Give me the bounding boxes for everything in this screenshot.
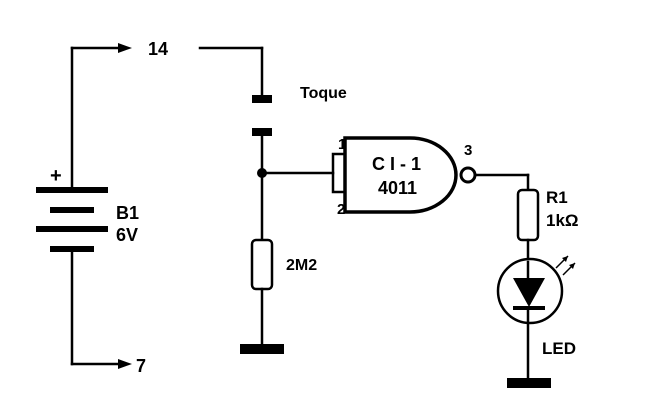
touch-label: Toque <box>300 85 347 102</box>
led-label: LED <box>542 339 576 358</box>
r1-value: 1kΩ <box>546 211 579 230</box>
nand-gate <box>331 136 477 214</box>
battery-name: B1 <box>116 203 139 223</box>
battery-b1 <box>36 46 108 366</box>
battery-plus-sign: + <box>50 165 62 187</box>
r1-name: R1 <box>546 188 568 207</box>
gate-pin-1: 1 <box>338 136 346 153</box>
gate-pin-2: 2 <box>337 201 345 218</box>
light-arrows-icon <box>555 255 576 276</box>
battery-voltage: 6V <box>116 225 138 245</box>
led-symbol <box>496 257 564 382</box>
ground-left <box>240 344 284 354</box>
pin-7-label: 7 <box>136 356 146 376</box>
gate-pin-3: 3 <box>464 142 472 159</box>
resistor-r1 <box>516 188 540 242</box>
supply-arrow-7 <box>70 359 132 369</box>
supply-arrow-14 <box>70 43 132 53</box>
resistor-2m2 <box>250 238 274 291</box>
gate-name: C I - 1 <box>372 154 421 174</box>
resistor-2m2-label: 2M2 <box>286 257 317 274</box>
pin-14-label: 14 <box>148 39 168 59</box>
gate-part: 4011 <box>378 178 417 198</box>
touch-contacts <box>198 46 272 242</box>
ground-right <box>507 378 551 388</box>
